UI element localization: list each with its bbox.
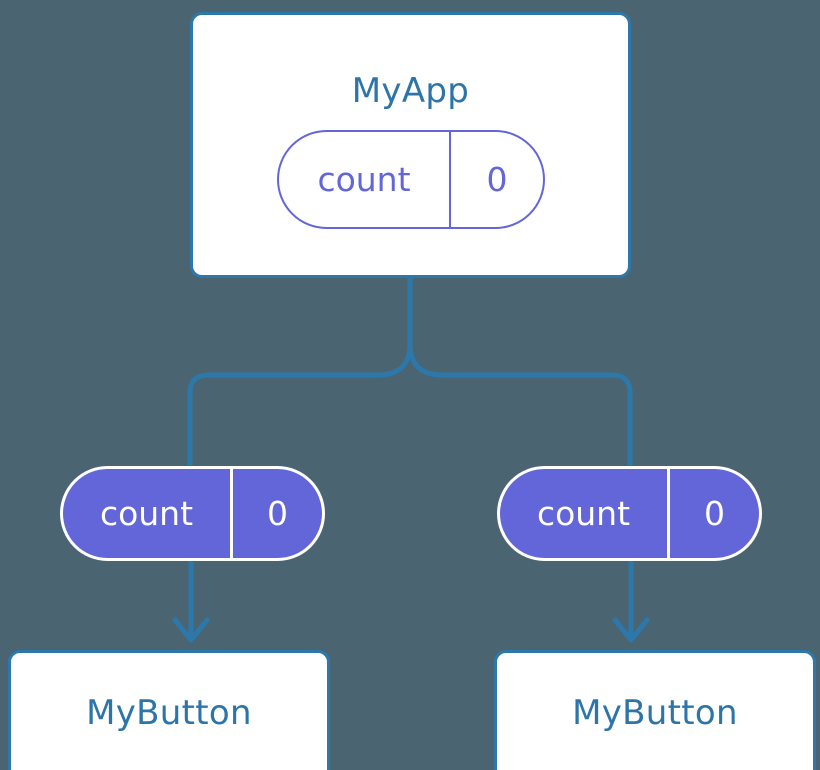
state-pill-root-key: count bbox=[279, 132, 451, 227]
component-box-child-left[interactable]: MyButton bbox=[8, 650, 330, 770]
prop-pill-left-key: count bbox=[63, 469, 233, 558]
arrowhead-right-icon bbox=[612, 617, 650, 643]
prop-pill-left[interactable]: count 0 bbox=[60, 466, 325, 561]
prop-pill-right[interactable]: count 0 bbox=[497, 466, 762, 561]
state-pill-root[interactable]: count 0 bbox=[277, 130, 545, 229]
component-title-child-right: MyButton bbox=[572, 693, 738, 733]
component-title-root: MyApp bbox=[351, 71, 470, 111]
prop-pill-right-key: count bbox=[500, 469, 670, 558]
state-pill-root-value: 0 bbox=[486, 160, 508, 199]
arrowhead-left-icon bbox=[172, 617, 210, 643]
edge-branch-left bbox=[187, 345, 413, 469]
component-box-child-right[interactable]: MyButton bbox=[494, 650, 816, 770]
prop-pill-left-value: 0 bbox=[267, 494, 288, 533]
prop-pill-right-value: 0 bbox=[704, 494, 725, 533]
component-title-child-left: MyButton bbox=[86, 693, 252, 733]
edge-branch-right bbox=[407, 345, 633, 469]
